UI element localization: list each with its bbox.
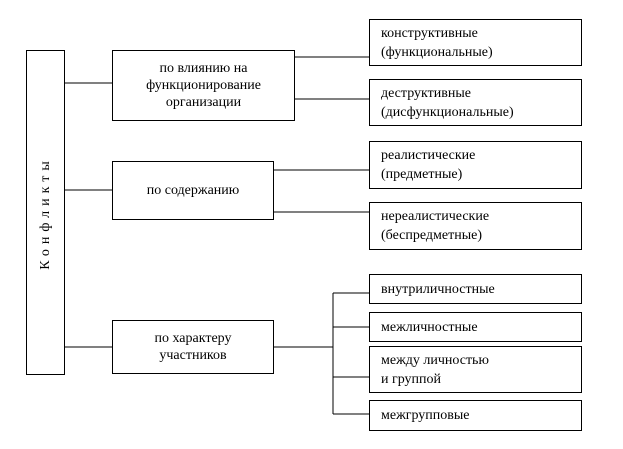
leaf-box: конструктивные (функциональные) [369,19,582,66]
group-box-influence: по влиянию на функционирование организац… [112,50,295,121]
group-label: по влиянию на функционирование организац… [146,61,261,110]
leaf-box: между личностью и группой [369,346,582,393]
root-label: Конфликты [37,155,53,270]
group-label: по характеру участников [154,331,232,363]
group-label: по содержанию [146,183,240,198]
root-box: Конфликты [26,50,65,375]
group-box-content: по содержанию [112,161,274,220]
leaf-box: нереалистические (беспредметные) [369,202,582,250]
leaf-label: деструктивные (дисфункциональные) [381,85,514,120]
leaf-box: внутриличностные [369,274,582,304]
leaf-box: деструктивные (дисфункциональные) [369,79,582,126]
leaf-box: реалистические (предметные) [369,141,582,189]
leaf-box: межличностные [369,312,582,342]
leaf-label: нереалистические (беспредметные) [381,209,490,243]
leaf-label: между личностью и группой [381,352,489,387]
leaf-label: реалистические (предметные) [381,148,476,182]
leaf-label: межгрупповые [381,408,470,423]
leaf-label: межличностные [381,319,478,335]
leaf-label: конструктивные (функциональные) [381,25,493,60]
leaf-label: внутриличностные [381,281,495,297]
leaf-box: межгрупповые [369,400,582,431]
group-box-participants: по характеру участников [112,320,274,374]
